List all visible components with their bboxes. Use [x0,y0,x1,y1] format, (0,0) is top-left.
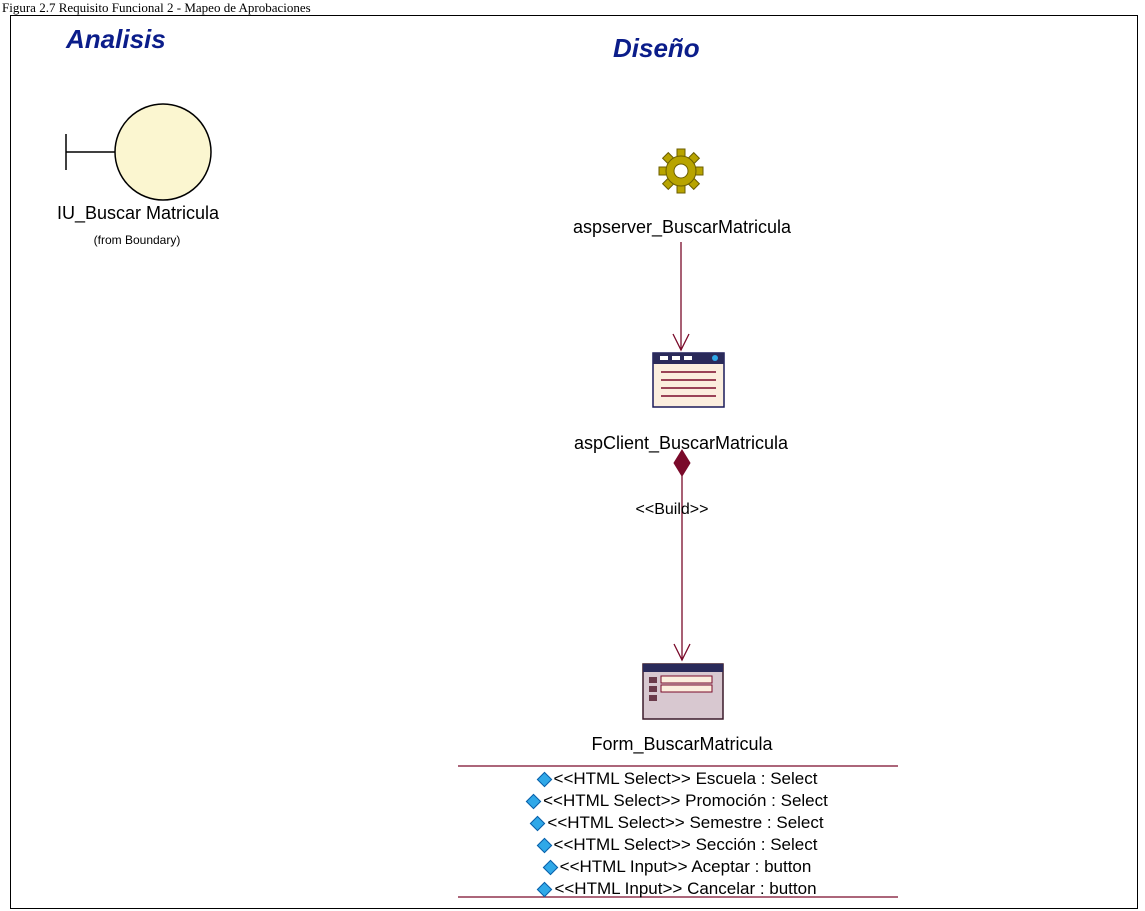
form-attribute: <<HTML Input>> Cancelar : button [458,878,898,900]
design-heading: Diseño [613,33,700,63]
diagram-frame [10,15,1138,909]
client-name: aspClient_BuscarMatricula [573,433,789,453]
form-attributes: <<HTML Select>> Escuela : Select <<HTML … [458,768,898,900]
client-page-icon [652,352,725,408]
attribute-diamond-icon [537,881,553,897]
form-attribute: <<HTML Select>> Escuela : Select [458,768,898,790]
form-icon [642,663,724,720]
server-to-client-arrow [672,242,690,352]
attribute-diamond-icon [525,793,542,809]
form-attribute: <<HTML Select>> Semestre : Select [458,812,898,834]
analysis-heading: Analisis [66,24,166,54]
form-attribute: <<HTML Select>> Promoción : Select [458,790,898,812]
boundary-from-label: (from Boundary) [93,233,181,247]
build-stereotype-label: <<Build>> [635,501,709,518]
boundary-icon [65,103,212,201]
attribute-diamond-icon [536,771,552,787]
boundary-name: IU_Buscar Matricula [56,203,220,223]
attribute-diamond-icon [536,837,552,853]
gear-icon [658,148,704,194]
form-attribute: <<HTML Select>> Sección : Select [458,834,898,856]
server-name: aspserver_BuscarMatricula [572,217,792,237]
figure-caption: Figura 2.7 Requisito Funcional 2 - Mapeo… [2,0,311,15]
attribute-diamond-icon [542,859,558,875]
form-name: Form_BuscarMatricula [591,734,773,754]
client-to-form-build-arrow [673,449,691,662]
attribute-diamond-icon [530,815,546,831]
form-attribute: <<HTML Input>> Aceptar : button [458,856,898,878]
